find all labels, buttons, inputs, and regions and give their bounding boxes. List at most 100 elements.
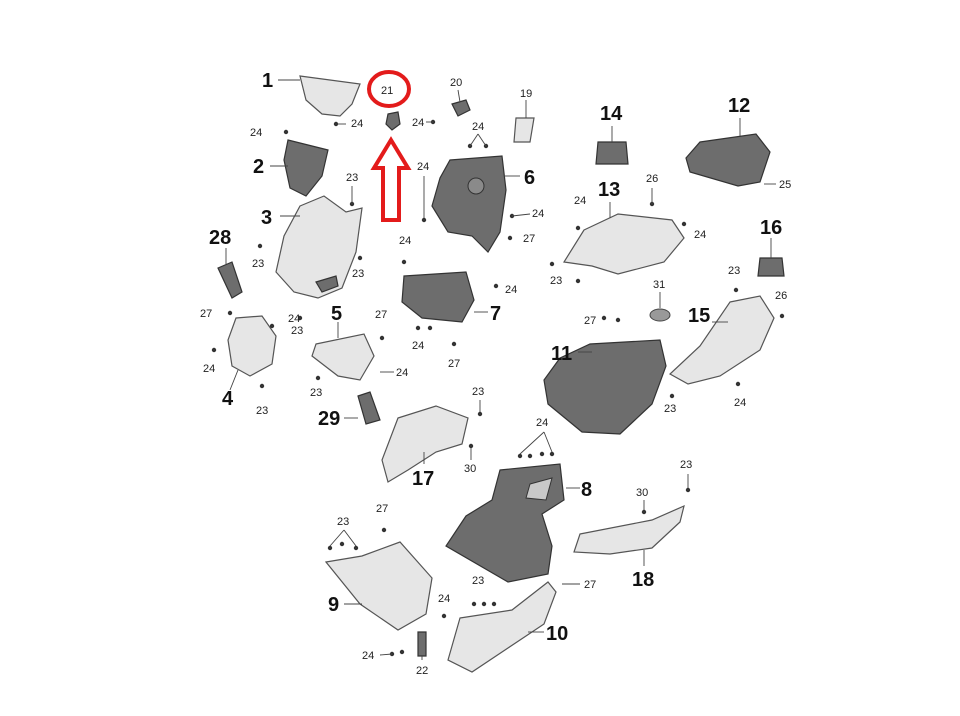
label-27-e: 27: [584, 315, 596, 327]
label-23-i: 23: [664, 403, 676, 415]
label-21: 21: [381, 85, 393, 97]
label-12: 12: [728, 95, 750, 117]
label-18: 18: [632, 569, 654, 591]
label-24-d: 24: [472, 121, 484, 133]
label-22: 22: [416, 665, 428, 677]
label-10: 10: [546, 623, 568, 645]
label-23-m: 23: [472, 575, 484, 587]
screws-part-18: [641, 474, 691, 515]
label-13: 13: [598, 179, 620, 201]
part-14: [595, 126, 629, 165]
part-22: [417, 631, 427, 660]
part-19: [513, 100, 535, 143]
screws-part-6: [421, 176, 531, 241]
part-20: [451, 89, 471, 117]
label-24-p: 24: [536, 417, 548, 429]
screws-part-31: [601, 315, 621, 323]
screws-part-13: [549, 188, 687, 284]
label-30-a: 30: [464, 463, 476, 475]
label-4: 4: [222, 388, 234, 410]
highlight-circle: [367, 70, 411, 108]
screws-part-3: [257, 186, 363, 321]
label-24-k: 24: [505, 284, 517, 296]
label-15: 15: [688, 305, 710, 327]
label-27-g: 27: [584, 579, 596, 591]
label-23-c: 23: [352, 268, 364, 280]
part-2: [270, 139, 329, 197]
screws-part-5: [315, 335, 394, 381]
part-15: [668, 295, 775, 385]
label-8: 8: [581, 479, 592, 501]
label-24-c: 24: [412, 117, 424, 129]
label-24-q: 24: [438, 593, 450, 605]
label-23-d: 23: [291, 325, 303, 337]
part-21: [385, 111, 401, 131]
part-11: [543, 339, 667, 435]
screws-part-8: [517, 431, 555, 459]
part-7: [401, 271, 488, 323]
label-24-b: 24: [351, 118, 363, 130]
label-25: 25: [779, 179, 791, 191]
label-26-a: 26: [646, 173, 658, 185]
part-3: [275, 195, 363, 299]
part-1: [278, 75, 361, 117]
screws-part-22: [379, 649, 405, 657]
label-24-r: 24: [362, 650, 374, 662]
label-2: 2: [253, 156, 264, 178]
label-23-h: 23: [728, 265, 740, 277]
part-6: [431, 155, 520, 253]
part-10: [447, 581, 557, 673]
label-27-c: 27: [375, 309, 387, 321]
label-30-b: 30: [636, 487, 648, 499]
screws-part-15: [669, 287, 785, 399]
label-16: 16: [760, 217, 782, 239]
label-5: 5: [331, 303, 342, 325]
part-8: [445, 463, 580, 583]
label-23-f: 23: [310, 387, 322, 399]
label-23-b: 23: [252, 258, 264, 270]
label-3: 3: [261, 207, 272, 229]
part-29: [344, 391, 381, 425]
label-24-e: 24: [417, 161, 429, 173]
label-7: 7: [490, 303, 501, 325]
label-27-b: 27: [200, 308, 212, 320]
part-9: [324, 541, 433, 631]
label-27-d: 27: [448, 358, 460, 370]
label-24-g: 24: [288, 313, 300, 325]
label-27-f: 27: [376, 503, 388, 515]
label-9: 9: [328, 594, 339, 616]
label-23-a: 23: [346, 172, 358, 184]
screws-part-17: [468, 400, 483, 460]
part-4: [227, 315, 277, 391]
label-19: 19: [520, 88, 532, 100]
screws-part-7: [401, 259, 499, 347]
screws-part-10: [441, 583, 580, 619]
label-24-f: 24: [532, 208, 544, 220]
label-23-k: 23: [680, 459, 692, 471]
label-24-l: 24: [412, 340, 424, 352]
part-5: [311, 322, 375, 381]
part-31: [649, 292, 671, 322]
part-12: [685, 118, 771, 187]
label-28: 28: [209, 227, 231, 249]
label-23-l: 23: [337, 516, 349, 528]
label-24-a: 24: [250, 127, 262, 139]
label-29: 29: [318, 408, 340, 430]
screws-part-9: [327, 527, 387, 551]
label-26-b: 26: [775, 290, 787, 302]
label-24-h: 24: [203, 363, 215, 375]
label-24-o: 24: [734, 397, 746, 409]
label-31: 31: [653, 279, 665, 291]
part-18: [573, 504, 685, 566]
label-23-g: 23: [550, 275, 562, 287]
label-20: 20: [450, 77, 462, 89]
part-13: [563, 202, 685, 275]
label-6: 6: [524, 167, 535, 189]
part-28: [217, 248, 243, 299]
label-17: 17: [412, 468, 434, 490]
label-14: 14: [600, 103, 623, 125]
label-1: 1: [262, 70, 273, 92]
part-16: [757, 238, 785, 277]
highlight-arrow: [370, 136, 412, 222]
